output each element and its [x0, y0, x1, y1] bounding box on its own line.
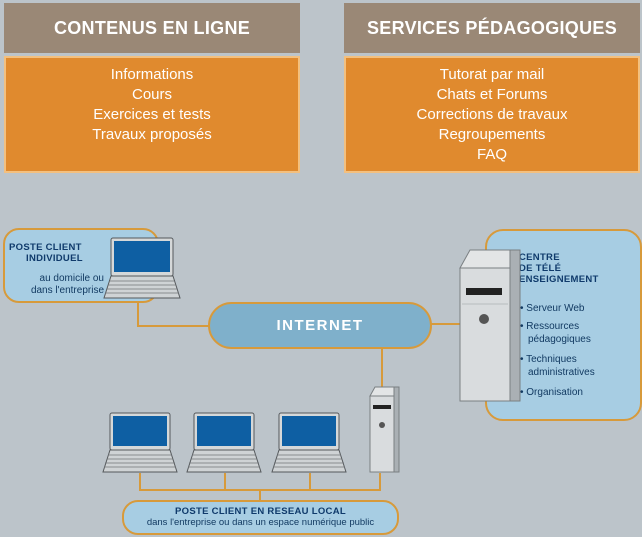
laptop-icon [271, 412, 347, 473]
centre-title-line: DE TÉLÉ [519, 263, 562, 274]
laptop-icon [103, 237, 181, 299]
internet-label: INTERNET [276, 317, 364, 334]
centre-item: • Techniques [520, 354, 577, 365]
poste-client-sub-line: dans l'entreprise [30, 285, 104, 296]
services-item: Regroupements [438, 126, 546, 143]
centre-item: pédagogiques [528, 334, 591, 345]
reseau-local-bubble: POSTE CLIENT EN RESEAU LOCAL dans l'entr… [122, 500, 399, 535]
centre-item: • Organisation [520, 387, 583, 398]
services-item: Chats et Forums [436, 86, 548, 103]
centre-item: • Serveur Web [520, 303, 585, 314]
poste-client-title-line: INDIVIDUEL [26, 253, 83, 264]
contenus-item: Exercices et tests [93, 106, 211, 123]
contenus-title: CONTENUS EN LIGNE [4, 3, 300, 53]
contenus-item: Cours [131, 86, 172, 103]
server-icon [369, 386, 400, 473]
poste-client-title: POSTE CLIENT INDIVIDUEL [9, 242, 101, 264]
contenus-item: Travaux proposés [92, 126, 212, 143]
services-title: SERVICES PÉDAGOGIQUES [344, 3, 640, 53]
poste-client-sub-line: au domicile ou [39, 273, 104, 284]
services-list: Tutorat par mail Chats et Forums Correct… [344, 56, 640, 173]
server-icon [459, 249, 521, 402]
poste-client-sub: au domicile ou dans l'entreprise [14, 273, 104, 297]
centre-title: CENTRE DE TÉLÉ ENSEIGNEMENT [519, 252, 599, 285]
services-item: Tutorat par mail [439, 66, 545, 83]
poste-client-title-line: POSTE CLIENT [9, 242, 82, 253]
laptop-icon [102, 412, 178, 473]
services-item: FAQ [476, 146, 507, 163]
internet-node: INTERNET [208, 302, 432, 349]
reseau-local-subtitle: dans l'entreprise ou dans un espace numé… [146, 517, 375, 528]
reseau-local-title: POSTE CLIENT EN RESEAU LOCAL [175, 506, 346, 517]
laptop-icon [186, 412, 262, 473]
centre-title-line: CENTRE [519, 252, 560, 263]
contenus-item: Informations [110, 66, 194, 83]
centre-item: administratives [528, 367, 595, 378]
contenus-list: Informations Cours Exercices et tests Tr… [4, 56, 300, 173]
centre-item: • Ressources [520, 321, 580, 332]
centre-title-line: ENSEIGNEMENT [519, 274, 599, 285]
services-item: Corrections de travaux [416, 106, 568, 123]
